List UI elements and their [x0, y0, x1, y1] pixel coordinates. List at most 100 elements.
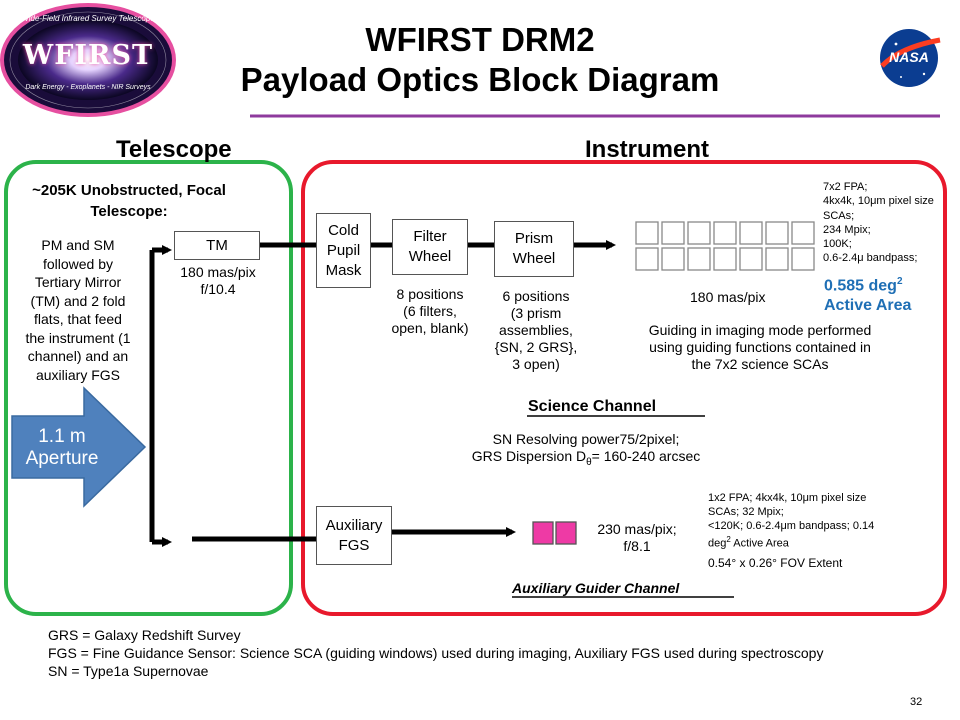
aperture-label: 1.1 m Aperture [12, 426, 112, 470]
aux-spec-line: deg2 Active Area [708, 533, 948, 551]
glossary-sn: SN = Type1a Supernovae [48, 663, 209, 679]
guiding-note: Guiding in imaging mode performed using … [620, 322, 900, 373]
aux-scale-line-2: f/8.1 [623, 538, 651, 554]
auxiliary-fgs-box: Auxiliary FGS [316, 506, 392, 565]
prism-note-line: 6 positions [502, 288, 570, 304]
tm-spec-line-2: f/10.4 [200, 281, 236, 297]
prism-wheel-line: Wheel [512, 250, 556, 267]
fpa-spec-line: 100K; [823, 238, 852, 251]
guiding-line: Guiding in imaging mode performed [648, 322, 872, 338]
tm-label: TM [206, 236, 228, 254]
filter-note-line: (6 filters, [403, 303, 457, 319]
guiding-line: using guiding functions contained in [649, 339, 871, 355]
telescope-desc-line: PM and SM [41, 237, 115, 253]
aperture-line-2: Aperture [25, 448, 99, 469]
telescope-heading-line-1: ~205K Unobstructed, Focal [32, 182, 226, 199]
science-channel-specs: SN Resolving power75/2pixel; GRS Dispers… [430, 431, 742, 471]
fpa-spec-line: SCAs; [823, 209, 855, 222]
aux-spec-sup: 2 [726, 535, 731, 544]
telescope-desc-line: Tertiary Mirror [34, 274, 122, 290]
wfirst-logo [0, 3, 176, 117]
cold-pupil-mask-box: Cold Pupil Mask [316, 213, 371, 288]
filter-wheel-line: Filter [413, 228, 447, 245]
aux-scale: 230 mas/pix; f/8.1 [587, 521, 687, 555]
aux-spec-line: SCAs; 32 Mpix; [708, 506, 784, 518]
science-fpa-scale: 180 mas/pix [690, 289, 766, 305]
filter-note-line: open, blank) [391, 320, 469, 336]
active-area-sup: 2 [896, 276, 903, 287]
active-area-label: Active Area [824, 297, 912, 315]
logo-wordmark: WFIRST [22, 40, 154, 71]
cold-pupil-line: Cold [328, 221, 359, 239]
aux-fov-extent: 0.54° x 0.26° FOV Extent [708, 556, 843, 570]
active-area-value: 0.585 deg [824, 277, 897, 295]
title-line-2: Payload Optics Block Diagram [240, 61, 720, 98]
science-channel-title: Science Channel [528, 398, 657, 415]
prism-note-line: assemblies, [499, 322, 573, 338]
glossary-fgs: FGS = Fine Guidance Sensor: Science SCA … [48, 645, 824, 661]
sn-resolving-line: SN Resolving power75/2pixel; [492, 431, 680, 447]
page-title: WFIRST DRM2 Payload Optics Block Diagram [170, 20, 790, 100]
aperture-line-1: 1.1 m [38, 426, 86, 447]
telescope-desc-line: channel) and an [27, 348, 129, 364]
nasa-wordmark: NASA [889, 49, 929, 65]
instrument-region [301, 160, 947, 616]
prism-note-line: 3 open) [512, 356, 560, 372]
telescope-desc-line: (TM) and 2 fold [30, 292, 126, 309]
glossary-grs: GRS = Galaxy Redshift Survey [48, 627, 241, 643]
fpa-spec-line: 7x2 FPA; [823, 181, 868, 193]
aux-spec-line: <120K; 0.6-2.4μm bandpass; 0.14 [708, 520, 875, 532]
aux-spec-active-area: Active Area [730, 537, 789, 550]
optical-path-lines [149, 240, 616, 547]
filter-wheel-note: 8 positions (6 filters, open, blank) [380, 286, 480, 337]
telescope-label: Telescope [116, 136, 232, 163]
fpa-spec-line: 234 Mpix; [823, 223, 871, 236]
filter-wheel-box: Filter Wheel [392, 219, 468, 275]
aux-spec-line: 1x2 FPA; 4kx4k, 10μm pixel size [708, 492, 867, 504]
active-area: 0.585 deg2 Active Area [824, 272, 954, 316]
aux-scale-line-1: 230 mas/pix; [597, 521, 677, 537]
page-number: 32 [910, 696, 923, 708]
prism-wheel-note: 6 positions (3 prism assemblies, {SN, 2 … [486, 288, 586, 373]
telescope-description: PM and SM followed by Tertiary Mirror (T… [10, 236, 146, 384]
telescope-region [4, 160, 293, 616]
guiding-line: the 7x2 science SCAs [691, 356, 829, 372]
grs-prefix: GRS Dispersion D [471, 448, 587, 464]
fpa-spec-line: 0.6-2.4μ bandpass; [823, 252, 918, 265]
aux-fgs-line: Auxiliary [325, 516, 383, 534]
grs-dispersion-line: GRS Dispersion Dθ= 160-240 arcsec [430, 448, 742, 471]
aperture-arrow [11, 386, 147, 508]
fpa-spec-line: 4kx4k, 10μm pixel size [823, 195, 934, 208]
tm-specs: 180 mas/pix f/10.4 [172, 264, 264, 298]
logo-ring-top: Wide-Field Infrared Survey Telescope [21, 14, 155, 23]
telescope-desc-line: flats, that feed [34, 311, 122, 327]
prism-note-line: {SN, 2 GRS}, [494, 339, 578, 355]
cold-pupil-line: Mask [325, 261, 362, 279]
active-area-value-line: 0.585 deg2 [824, 272, 954, 296]
grs-sub: θ [586, 456, 592, 468]
prism-wheel-line: Prism [514, 230, 554, 247]
instrument-label: Instrument [585, 136, 710, 163]
telescope-heading-line-2: Telescope: [90, 203, 168, 220]
science-fpa-specs: 7x2 FPA; 4kx4k, 10μm pixel size SCAs; 23… [823, 180, 955, 266]
nasa-logo [880, 29, 941, 87]
telescope-heading: ~205K Unobstructed, Focal Telescope: [6, 180, 252, 222]
telescope-desc-line: auxiliary FGS [35, 366, 121, 383]
aux-fgs-line: FGS [338, 536, 370, 554]
prism-wheel-box: Prism Wheel [494, 221, 574, 277]
glossary: GRS = Galaxy Redshift Survey FGS = Fine … [48, 626, 948, 680]
tm-spec-line-1: 180 mas/pix [180, 264, 256, 280]
aux-specs: 1x2 FPA; 4kx4k, 10μm pixel size SCAs; 32… [708, 491, 948, 551]
grs-suffix: = 160-240 arcsec [591, 448, 701, 464]
cold-pupil-line: Pupil [326, 241, 361, 259]
science-fpa-grid [635, 221, 815, 271]
telescope-desc-line: the instrument (1 [25, 329, 131, 346]
aux-spec-deg: deg [708, 537, 727, 550]
aux-fpa [532, 521, 577, 545]
telescope-desc-line: followed by [42, 255, 114, 272]
logo-ring-bottom: Dark Energy - Exoplanets - NIR Surveys [25, 84, 151, 91]
tm-box: TM [174, 231, 260, 260]
filter-note-line: 8 positions [396, 286, 464, 302]
prism-note-line: (3 prism [510, 305, 562, 321]
